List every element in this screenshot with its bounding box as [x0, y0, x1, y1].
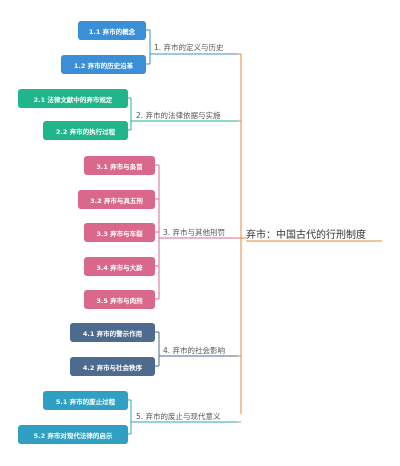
leaf-5-1: 5.1 弃市的废止过程 — [43, 391, 128, 410]
root-topic: 弃市：中国古代的行刑制度 — [246, 230, 366, 241]
leaf-2-2: 2.2 弃市的执行过程 — [43, 121, 128, 140]
branch-1-label: 1. 弃市的定义与历史 — [154, 43, 224, 52]
leaf-3-2: 3.2 弃市与具五刑 — [78, 190, 155, 209]
leaf-5-2: 5.2 弃市对现代法律的启示 — [18, 425, 128, 444]
branch-3-label: 3. 弃市与其他刑罚 — [163, 228, 226, 237]
branch-5-label: 5. 弃市的废止与现代意义 — [136, 412, 221, 421]
leaf-2-1: 2.1 法律文献中的弃市规定 — [18, 89, 128, 108]
leaf-3-1: 3.1 弃市与枭首 — [84, 156, 155, 175]
leaf-3-5: 3.5 弃市与肉刑 — [84, 290, 155, 309]
branch-4-label: 4. 弃市的社会影响 — [163, 346, 226, 355]
leaf-4-2: 4.2 弃市与社会秩序 — [70, 357, 155, 376]
leaf-3-3: 3.3 弃市与车裂 — [84, 223, 155, 242]
leaf-3-4: 3.4 弃市与大辟 — [84, 257, 155, 276]
leaf-1-2: 1.2 弃市的历史沿革 — [61, 55, 146, 74]
branch-2-label: 2. 弃市的法律依据与实施 — [136, 111, 221, 120]
leaf-1-1: 1.1 弃市的概念 — [78, 21, 146, 40]
leaf-4-1: 4.1 弃市的警示作用 — [70, 323, 155, 342]
